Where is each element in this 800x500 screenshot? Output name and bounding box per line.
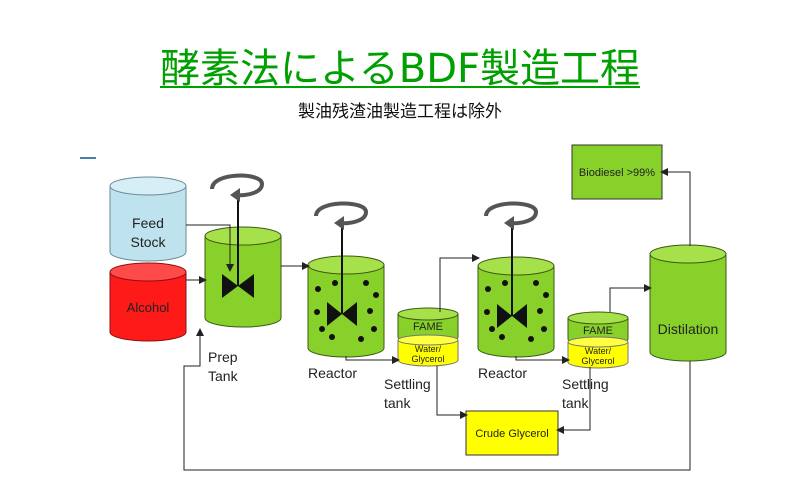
page-subtitle: 製油残渣油製造工程は除外 [298,102,502,122]
crude-glycerol-box: Crude Glycerol [465,410,559,456]
page-title: 酵素法によるBDF製造工程 [159,46,641,92]
feed-stock-label-1: Feed [132,215,164,231]
settling-2-water-label: Water/ [585,346,612,356]
reactor-1-label: Reactor [308,365,357,381]
prep-tank-label-1: Prep [208,349,238,365]
settling-tank-1: FAME Water/ Glycerol [397,307,459,367]
crude-glycerol-label: Crude Glycerol [475,428,548,440]
biodiesel-label: Biodiesel >99% [579,167,655,179]
settling-1-water-label: Water/ [415,344,442,354]
prep-tank-label-2: Tank [208,368,239,384]
settling-2-glycerol-label: Glycerol [581,356,614,366]
reactor-2-label: Reactor [478,365,527,381]
reactor-1-stirrer-arrow-icon [314,201,369,230]
settling-1-glycerol-label: Glycerol [411,354,444,364]
settling-2-label-2: tank [562,395,589,411]
feed-stock-label-2: Stock [130,234,166,250]
settling-tank-2: FAME Water/ Glycerol [567,311,629,369]
flow-lines [183,168,691,471]
settling-1-label-1: Settling [384,376,431,392]
prep-tank [204,200,282,328]
alcohol-tank: Alcohol [109,262,187,342]
settling-2-fame-label: FAME [583,325,613,337]
reactor-2 [477,228,555,358]
prep-tank-stirrer-arrow-icon [210,173,265,202]
settling-1-label-2: tank [384,395,411,411]
reactor-2-stirrer-arrow-icon [484,201,539,230]
settling-1-fame-label: FAME [413,321,443,333]
settling-2-label-1: Settling [562,376,609,392]
distilation-column: Distilation [649,244,727,362]
biodiesel-box: Biodiesel >99% [571,144,663,200]
distilation-label: Distilation [658,321,719,337]
reactor-1 [307,226,385,358]
feed-stock-tank: Feed Stock [109,176,187,262]
alcohol-label: Alcohol [127,300,170,315]
